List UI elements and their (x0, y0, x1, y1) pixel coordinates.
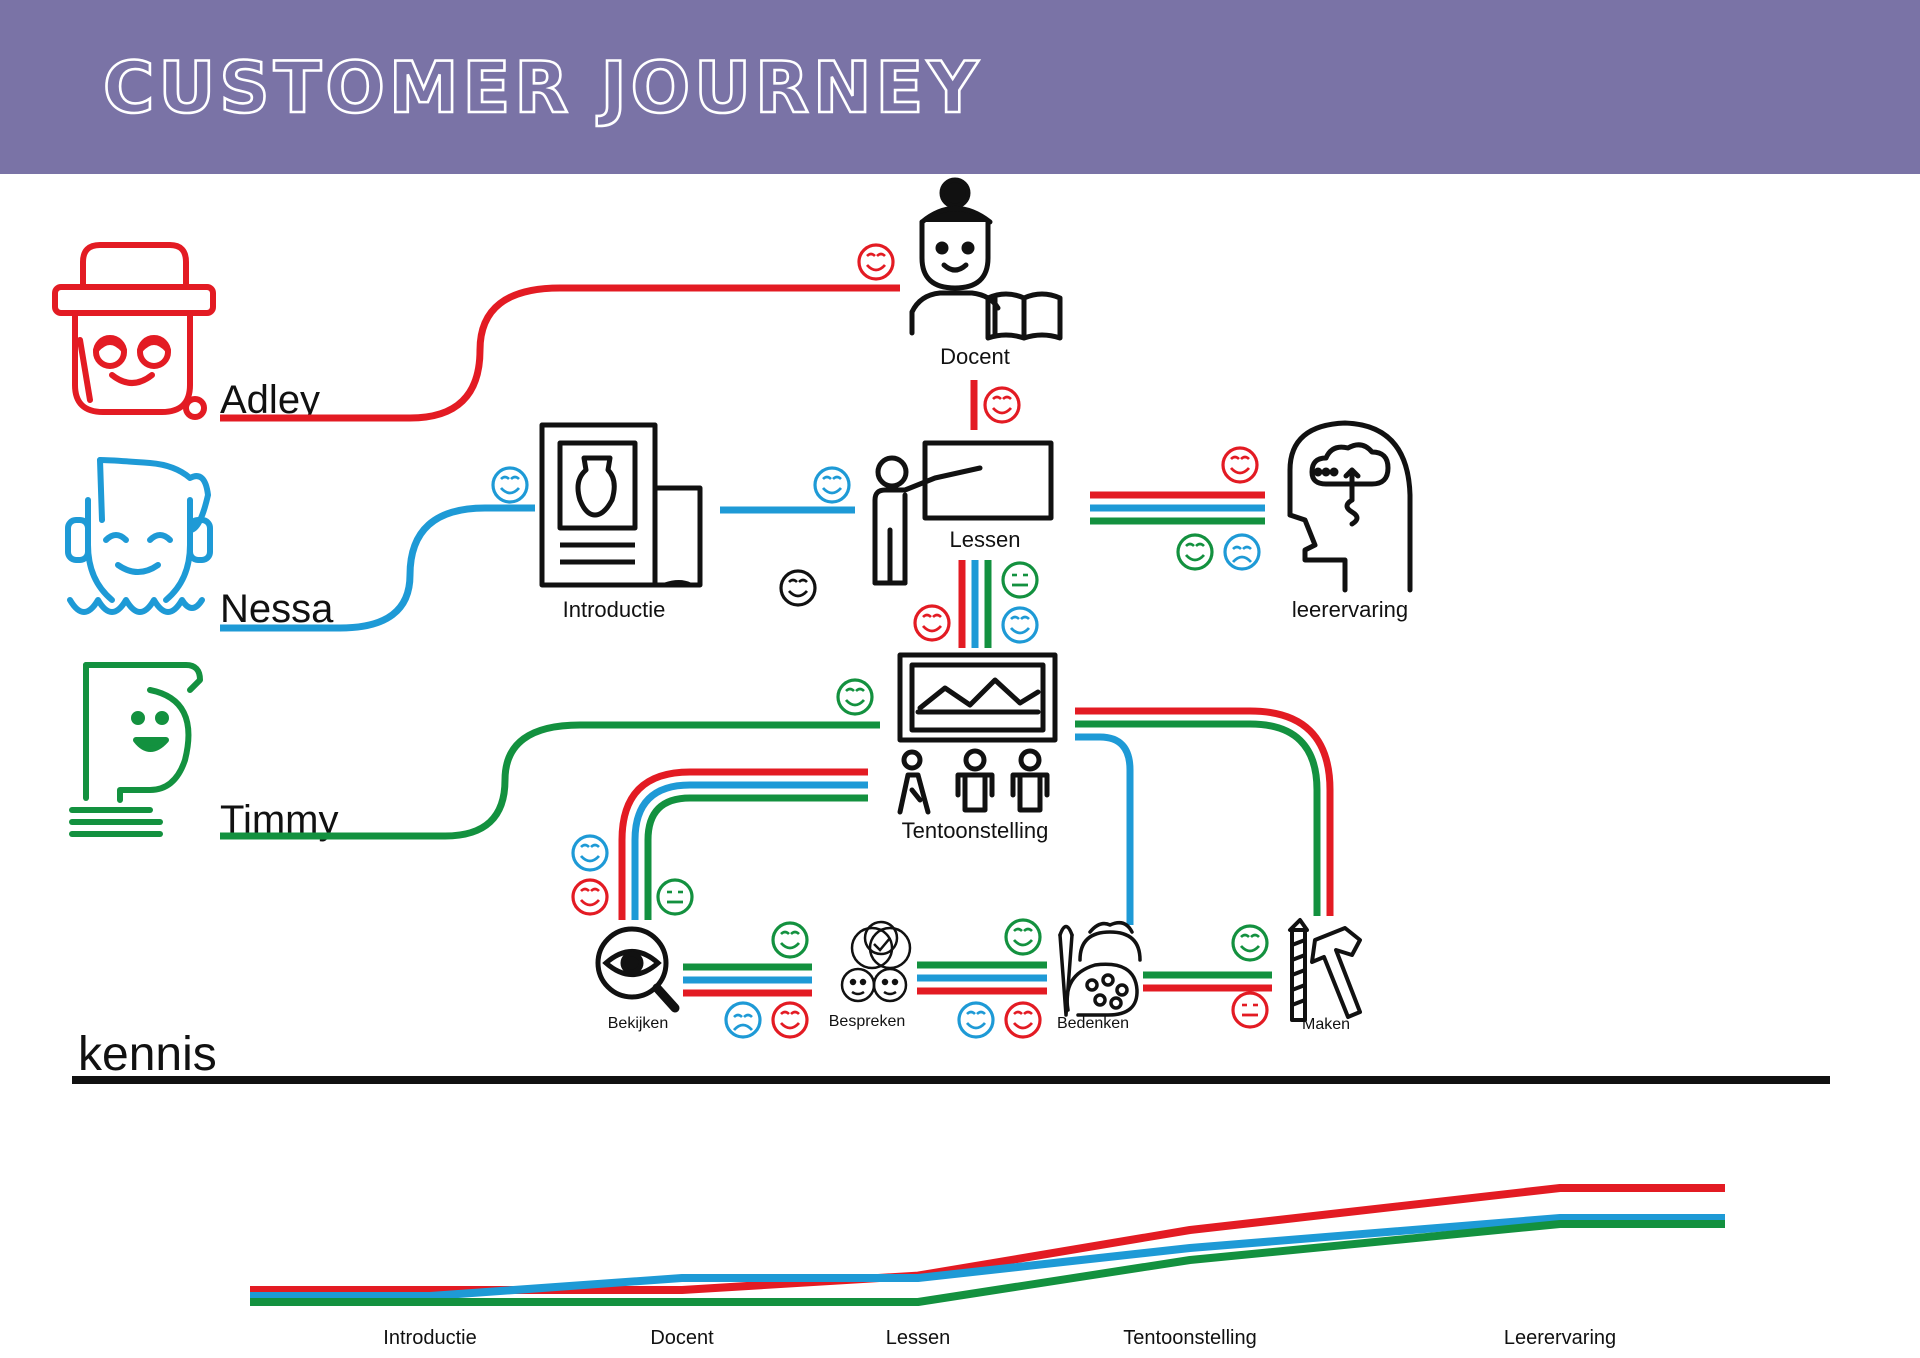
timmy-avatar (69, 662, 203, 837)
stage-label-bespreken: Bespreken (829, 1013, 906, 1030)
adley-lessen-tent-smile-icon (913, 604, 951, 642)
maken-icon (1288, 918, 1362, 1022)
adley-path (220, 284, 900, 422)
adley-docent-smile-icon (857, 243, 895, 281)
adley-maken-neutral-icon (1231, 991, 1269, 1029)
kennis-axis-label: Leerervaring (1504, 1327, 1616, 1349)
bekijken-icon (595, 926, 680, 1013)
stage-label-bekijken: Bekijken (608, 1015, 668, 1032)
stage-label-lessen: Lessen (950, 527, 1021, 552)
stage-label-introductie: Introductie (563, 597, 666, 622)
neutral-black-smile-icon (779, 569, 817, 607)
stage-label-maken: Maken (1302, 1016, 1350, 1033)
kennis-chart (250, 1184, 1725, 1306)
nessa-bespreken-sad-icon (724, 1001, 762, 1039)
docent-icon (909, 177, 1063, 341)
stage-label-leerervaring: leerervaring (1292, 597, 1408, 622)
bespreken-icon (840, 920, 912, 1003)
tentoonstelling-icon (897, 652, 1058, 815)
adley-bekijken-smile-icon (571, 878, 609, 916)
adley-bespreken-smile-icon (771, 1001, 809, 1039)
adley-bedenken-smile-icon (1004, 1001, 1042, 1039)
timmy-lessen-neutral-icon (1001, 561, 1039, 599)
kennis-axis-label: Introductie (383, 1327, 476, 1349)
persona-name-nessa: Nessa (220, 587, 334, 631)
timmy-bespreken-smile-icon (771, 921, 809, 959)
nessa-path (220, 504, 535, 632)
stage-label-tentoonstelling: Tentoonstelling (902, 818, 1049, 843)
bedenken-icon (1058, 920, 1142, 1017)
nessa-avatar (65, 457, 213, 615)
nessa-lessen-tent-smile-icon (1001, 606, 1039, 644)
adley-to-bekijken (618, 768, 868, 920)
nessa-bedenken-smile-icon (957, 1001, 995, 1039)
introductie-icon (539, 422, 703, 588)
kennis-axis-label: Tentoonstelling (1123, 1327, 1256, 1349)
adley-to-maken (1075, 707, 1334, 916)
adley-leer-smile-icon (1221, 446, 1259, 484)
header-banner (0, 0, 1920, 174)
timmy-tent-smile-icon (836, 678, 874, 716)
timmy-to-bekijken (644, 794, 868, 920)
adley-docent-lessen-smile-icon (983, 386, 1021, 424)
kennis-axis-label: Lessen (886, 1327, 951, 1349)
kennis-series-line-2 (250, 1220, 1725, 1306)
timmy-maken-smile-icon (1231, 924, 1269, 962)
nessa-bekijken-smile-icon (571, 834, 609, 872)
adley-avatar (52, 242, 216, 420)
timmy-path (220, 721, 880, 840)
leerervaring-icon (1287, 420, 1413, 593)
nessa-to-bedenken (1075, 733, 1134, 925)
timmy-bekijken-neutral-icon (656, 878, 694, 916)
nessa-to-bekijken (631, 781, 868, 920)
timmy-bedenken-smile-icon (1004, 918, 1042, 956)
kennis-series-line-1 (250, 1214, 1725, 1300)
nessa-lessen-smile-icon (813, 466, 851, 504)
page-title: CUSTOMER JOURNEY (103, 47, 982, 129)
kennis-axis-labels: Introductie Docent Lessen Tentoonstelling Le… (383, 1327, 1616, 1349)
kennis-series-line-0 (250, 1184, 1725, 1294)
nessa-leer-sad-icon (1223, 533, 1261, 571)
stage-label-bedenken: Bedenken (1057, 1015, 1129, 1032)
lessen-icon (872, 440, 1054, 586)
nessa-intro-smile-icon (491, 466, 529, 504)
kennis-title: kennis (78, 1028, 217, 1081)
timmy-to-maken (1075, 720, 1321, 916)
kennis-axis-label: Docent (650, 1327, 714, 1349)
stage-label-docent: Docent (940, 344, 1010, 369)
timmy-leer-smile-icon (1176, 533, 1214, 571)
